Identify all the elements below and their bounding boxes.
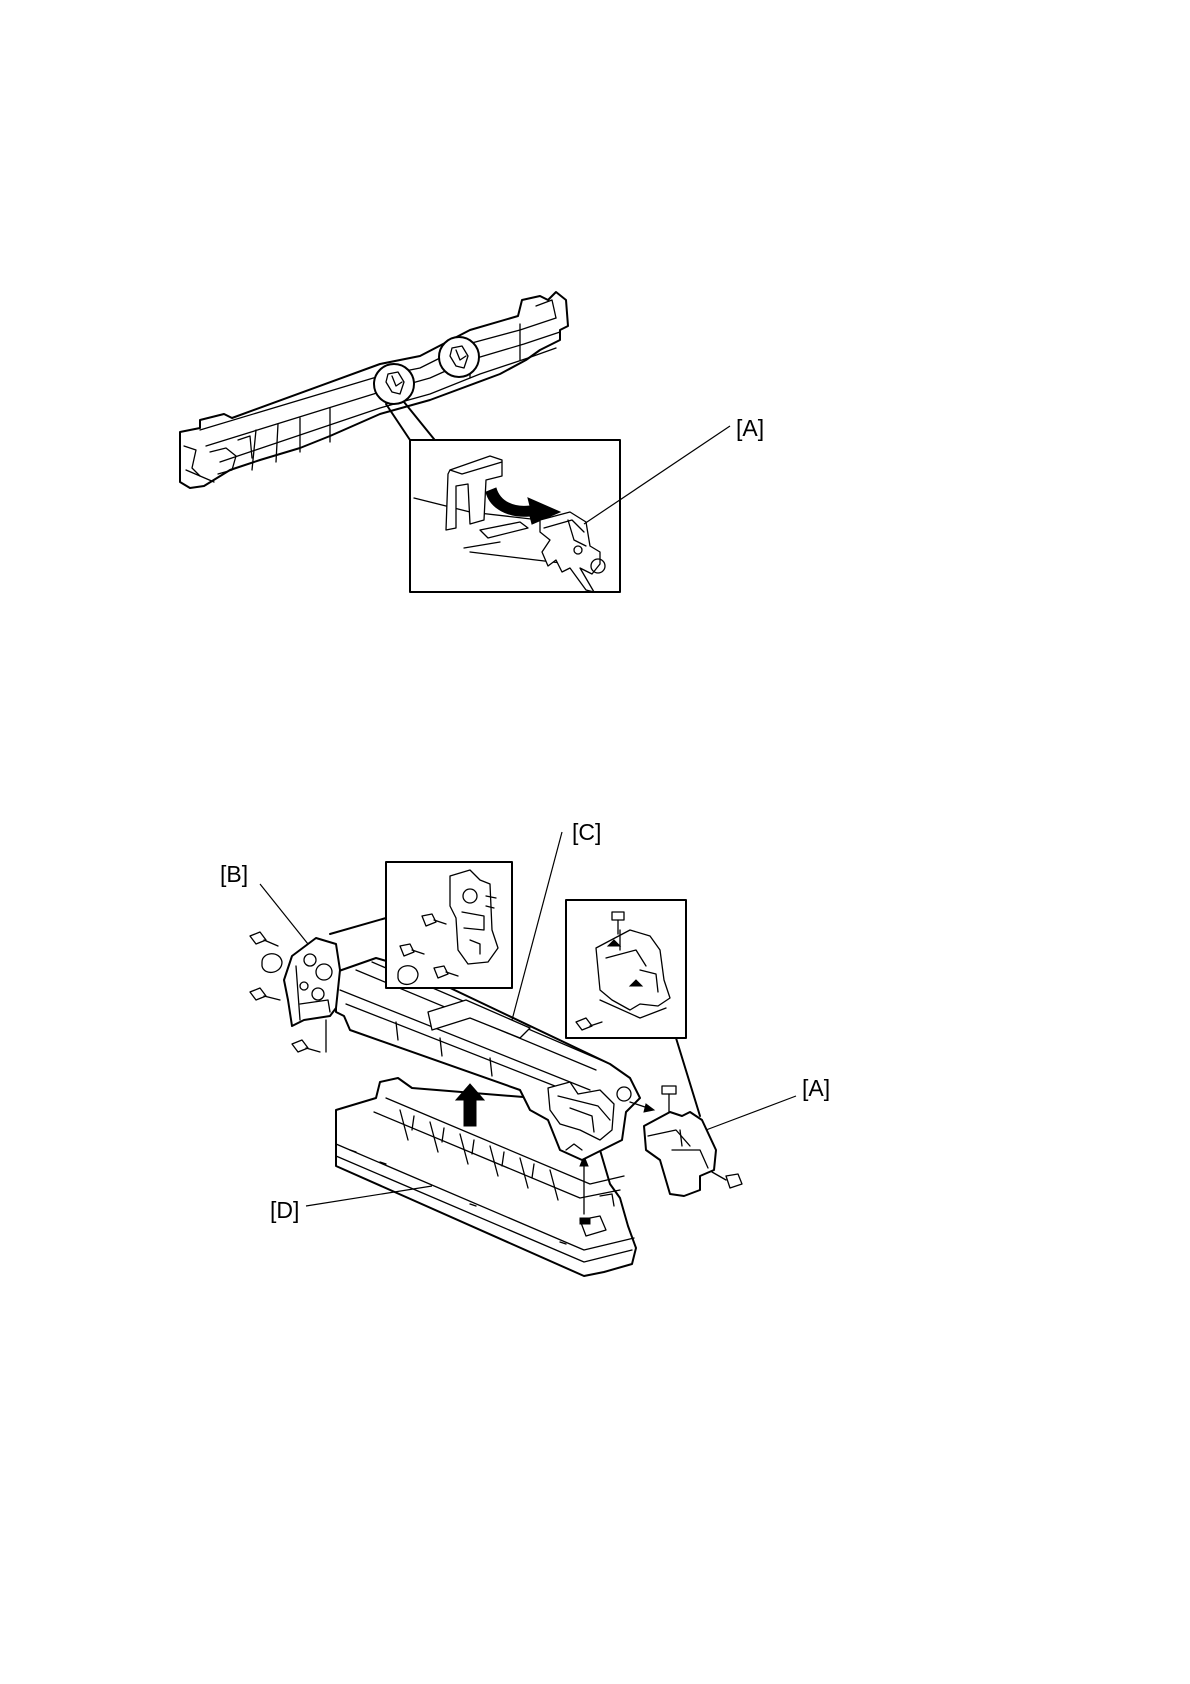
callout-a-top: [A] (736, 415, 764, 441)
detail-circle-left (374, 364, 414, 404)
leader-c (512, 832, 562, 1020)
inset-a-pointer (676, 1038, 700, 1116)
top-figure: [A] (180, 292, 764, 592)
detail-inset-top (410, 440, 620, 592)
bracket-a (630, 1086, 742, 1196)
callout-b: [B] (220, 861, 248, 887)
screw-icon (250, 932, 278, 946)
screw-icon (662, 1086, 676, 1112)
leader-a-bottom (706, 1096, 796, 1130)
leader-b (260, 884, 308, 944)
screw-icon (292, 1040, 320, 1052)
screw-icon (712, 1172, 742, 1188)
side-plate-b (250, 932, 340, 1052)
callout-c: [C] (572, 819, 601, 845)
bottom-figure: [B] [C] [A] [D] (220, 819, 830, 1276)
screw-icon (250, 988, 280, 1000)
bushing-icon (398, 966, 418, 985)
inset-b-pointer (330, 918, 386, 934)
detail-inset-a (566, 900, 686, 1038)
callout-d: [D] (270, 1197, 299, 1223)
bushing-icon (262, 954, 282, 973)
detail-inset-b (386, 862, 512, 988)
callout-a-bottom: [A] (802, 1075, 830, 1101)
